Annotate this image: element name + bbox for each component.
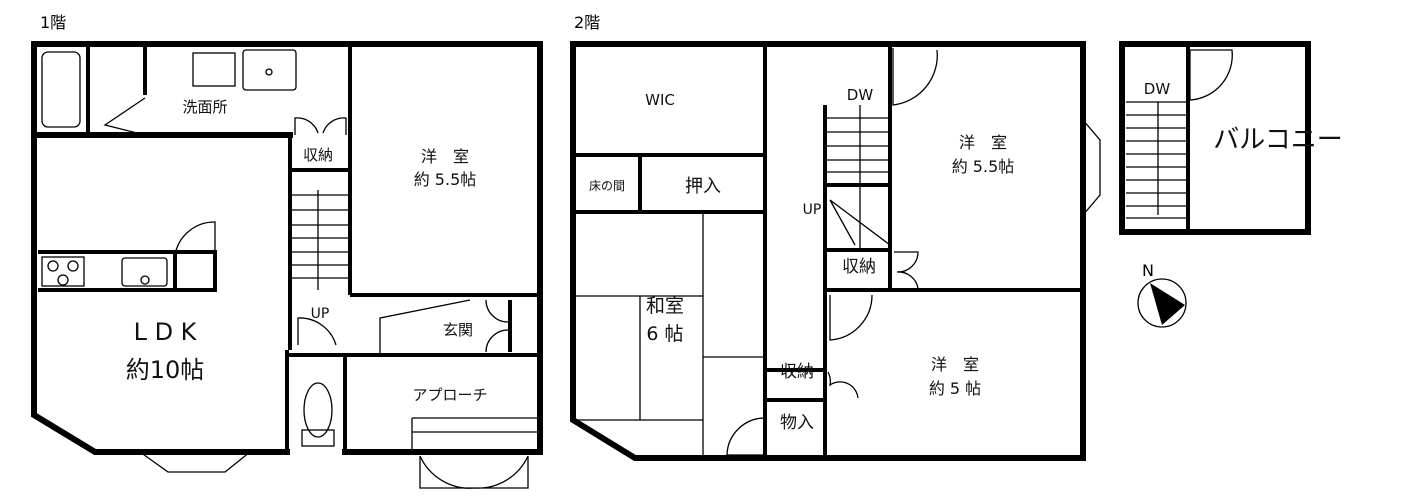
balcony-plan: DW バルコニー bbox=[1119, 41, 1343, 235]
ldk-size: 約10帖 bbox=[126, 356, 205, 384]
floor1-western-room-size: 約 5.5帖 bbox=[414, 170, 477, 189]
western-room1-size: 約 5.5帖 bbox=[952, 157, 1015, 176]
floor1-title: 1階 bbox=[40, 13, 66, 32]
balcony-door bbox=[1189, 49, 1233, 101]
stove-burner bbox=[47, 260, 59, 272]
storage1-doors bbox=[894, 251, 919, 289]
floor2-title: 2階 bbox=[574, 13, 600, 32]
washroom-label: 洗面所 bbox=[182, 98, 227, 116]
wash-door bbox=[103, 97, 146, 136]
western-room2-label: 洋 室 bbox=[931, 355, 979, 374]
floor1-stairs bbox=[292, 190, 348, 290]
bathtub bbox=[41, 51, 81, 128]
entrance-label: 玄関 bbox=[443, 321, 473, 339]
japanese-room-label: 和室 bbox=[646, 295, 684, 317]
oshiire-label: 押入 bbox=[685, 176, 721, 197]
toilet-approach-wall bbox=[285, 350, 540, 452]
toilet-tank bbox=[301, 429, 335, 447]
japanese-room-door bbox=[726, 417, 766, 456]
washing-machine bbox=[192, 52, 236, 87]
storage-door bbox=[294, 117, 347, 135]
approach-label: アプローチ bbox=[412, 386, 487, 404]
approach-steps bbox=[411, 417, 540, 452]
compass-north: N bbox=[1142, 261, 1154, 280]
floor2-walls bbox=[573, 44, 1083, 458]
western-room2-door bbox=[829, 294, 873, 341]
bay-window bbox=[139, 451, 251, 473]
wic-label: WIC bbox=[645, 91, 675, 109]
storage1-label: 収納 bbox=[842, 257, 876, 277]
storage2-label: 収納 bbox=[780, 362, 814, 382]
kitchen-door bbox=[174, 221, 216, 256]
basin-drain bbox=[265, 68, 273, 76]
western-room2-size: 約 5 帖 bbox=[929, 379, 981, 398]
balcony-stairs bbox=[1126, 101, 1186, 219]
entrance-step bbox=[379, 299, 471, 355]
floor2-dw-label: DW bbox=[847, 86, 874, 104]
floor2-plan: 2階 WIC 床の間 押入 和室 6 帖 DW UP 洋 室 約 5.5帖 収納… bbox=[570, 13, 1101, 461]
floor2-stairs-up: UP bbox=[803, 202, 822, 218]
balcony-outer-wall bbox=[1119, 41, 1311, 235]
japanese-room-size: 6 帖 bbox=[646, 323, 683, 345]
compass-icon: N bbox=[1137, 261, 1187, 328]
floor1-stairs-up: UP bbox=[311, 306, 330, 322]
entrance-cabinet-doors bbox=[485, 299, 509, 353]
floor2-stairs bbox=[825, 105, 891, 250]
sink-drain bbox=[140, 275, 150, 285]
tokonoma-label: 床の間 bbox=[589, 179, 625, 193]
tatami-lines bbox=[573, 212, 765, 458]
closet-label: 物入 bbox=[780, 413, 814, 433]
balcony-dw-label: DW bbox=[1144, 80, 1171, 98]
floor1-storage-label: 収納 bbox=[303, 146, 333, 164]
stove bbox=[41, 256, 85, 287]
hall-door bbox=[297, 317, 337, 346]
front-door bbox=[419, 455, 529, 489]
toilet-bowl bbox=[303, 382, 333, 438]
floor1-western-room-label: 洋 室 bbox=[421, 147, 469, 166]
stair-column-wall bbox=[288, 44, 352, 350]
kitchen-sink bbox=[121, 257, 168, 287]
ldk-label: L D K bbox=[134, 318, 198, 346]
stove-burner bbox=[67, 260, 79, 272]
floor2-bay-window bbox=[1082, 119, 1101, 216]
floor1-right-lower-wall bbox=[342, 347, 543, 455]
storage2-doors bbox=[827, 371, 859, 399]
western-room1-door bbox=[892, 48, 938, 106]
stove-burner bbox=[57, 274, 69, 286]
wash-basin bbox=[242, 49, 297, 91]
balcony-label: バルコニー bbox=[1213, 125, 1342, 155]
floor2-outer-wall bbox=[570, 41, 1086, 461]
western-room1-label: 洋 室 bbox=[959, 133, 1007, 152]
kitchen-counter bbox=[38, 250, 217, 292]
floor1-plan: 1階 洗面所 収納 UP 洋 室 約 5.5帖 玄関 bbox=[31, 13, 543, 489]
